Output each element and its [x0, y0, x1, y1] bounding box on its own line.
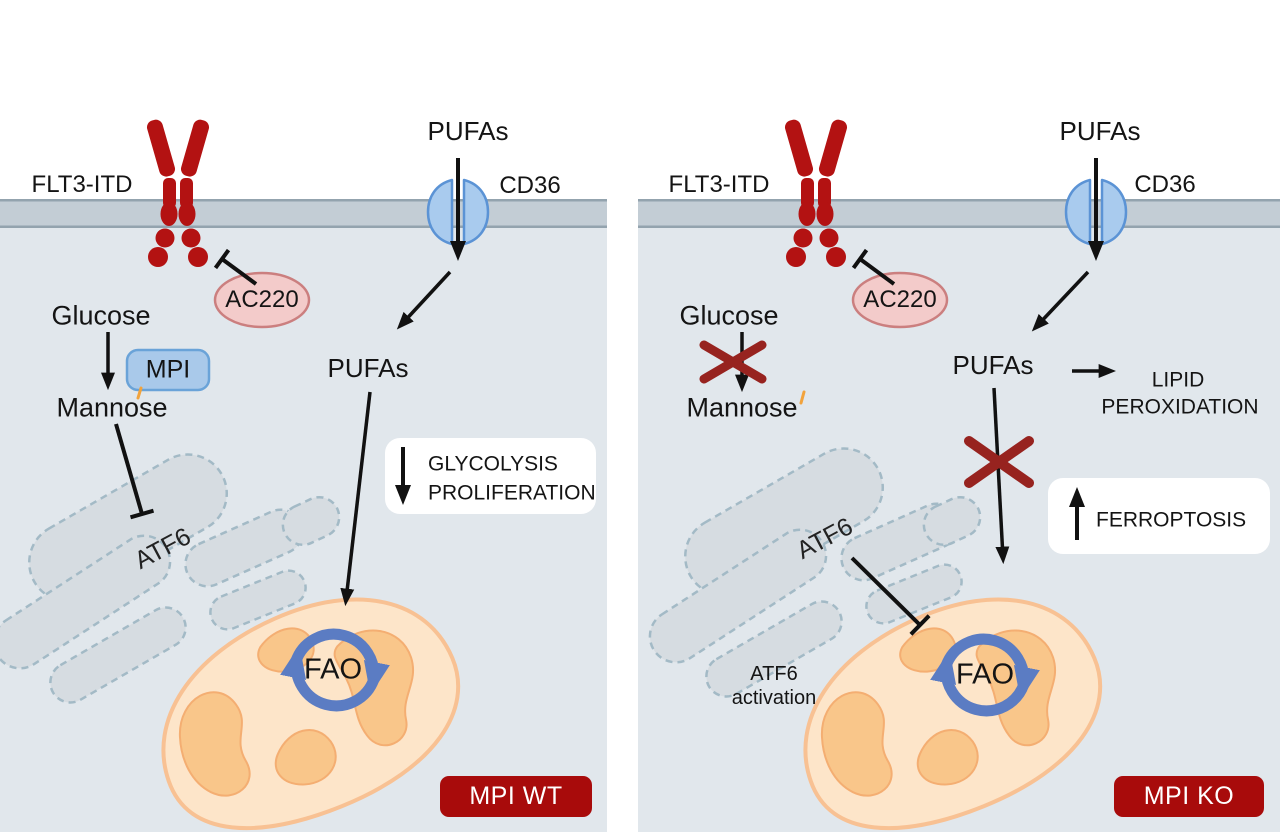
pufa-into-cytoplasm-arrow — [396, 270, 452, 330]
ac220-inhibits-flt3-tbar — [213, 248, 258, 286]
spark-mark-icon — [136, 386, 143, 400]
flt3-itd-label: FLT3-ITD — [31, 171, 133, 198]
outcome-box — [1048, 478, 1270, 554]
flt3-itd-receptor-icon — [784, 119, 848, 267]
ac220-inhibits-flt3-tbar — [851, 248, 896, 286]
outcome-line1: FERROPTOSIS — [1096, 508, 1247, 532]
outcome-box — [385, 438, 596, 514]
fao-label: FAO — [955, 658, 1015, 691]
pufa-to-mitochondria-arrow — [992, 387, 1010, 565]
pufas-top-label: PUFAs — [427, 116, 509, 146]
panel-badge-label: MPI KO — [1143, 782, 1235, 810]
outcome-line1: GLYCOLYSIS — [428, 452, 558, 476]
pufa-to-mitochondria-arrow — [340, 391, 372, 607]
lipid-peroxidation-line1: LIPID — [1151, 368, 1205, 392]
panel-mpi-ko-graphics — [638, 119, 1280, 832]
panel-mpi-wt-graphics — [0, 119, 607, 832]
flt3-itd-receptor-icon — [146, 119, 210, 267]
glucose-label: Glucose — [51, 300, 151, 331]
atf6-activation-line2: activation — [731, 687, 817, 709]
er-organelle — [648, 447, 982, 698]
cell-membrane — [638, 199, 1280, 228]
mannose-inhibits-atf6-tbar — [114, 423, 155, 520]
cd36-transporter-icon — [426, 178, 490, 246]
spark-mark-icon — [799, 390, 806, 405]
mannose-label: Mannose — [56, 392, 168, 423]
panel-badge: MPI WT — [440, 776, 592, 817]
glucose-label: Glucose — [679, 300, 779, 331]
cd36-label: CD36 — [499, 172, 561, 199]
cd36-transporter-icon — [1064, 178, 1128, 246]
glucose-blocked-cross-icon — [699, 340, 767, 384]
pathway-arrows — [101, 158, 466, 607]
pufa-into-cytoplasm-arrow — [1031, 270, 1090, 332]
ac220-inhibitor-shape — [213, 271, 311, 329]
er-organelle — [0, 453, 341, 704]
outcome-line2: PROLIFERATION — [428, 481, 596, 505]
cd36-label: CD36 — [1134, 171, 1196, 198]
pufas-cyto-label: PUFAs — [327, 353, 409, 383]
pufas-top-label: PUFAs — [1059, 116, 1141, 146]
fao-label: FAO — [303, 653, 363, 686]
pathway-arrows — [735, 158, 1117, 636]
panel-mpi-wt: FLT3-ITD PUFAs CD36 AC220 Glucose MPI Ma… — [0, 0, 607, 839]
pufas-cyto-label: PUFAs — [952, 350, 1034, 380]
pufa-fao-blocked-cross-icon — [964, 436, 1034, 488]
flt3-itd-label: FLT3-ITD — [668, 171, 770, 198]
mannose-label: Mannose — [686, 392, 798, 423]
atf6-inhibits-mitochondria-tbar — [850, 556, 931, 636]
mpi-enzyme-box — [125, 348, 211, 392]
mpi-label: MPI — [145, 355, 191, 384]
fao-cycle-icon — [930, 633, 1040, 717]
panel-badge-label: MPI WT — [469, 782, 563, 810]
ac220-label: AC220 — [225, 286, 299, 313]
ac220-label: AC220 — [863, 286, 937, 313]
atf6-activation-line1: ATF6 — [750, 663, 798, 685]
cell-membrane — [0, 199, 607, 228]
fao-cycle-icon — [280, 628, 390, 712]
lipid-peroxidation-line2: PEROXIDATION — [1101, 395, 1259, 419]
panel-badge: MPI KO — [1114, 776, 1264, 817]
ac220-inhibitor-shape — [851, 271, 949, 329]
panel-mpi-ko: FLT3-ITD PUFAs CD36 AC220 Glucose Mannos… — [638, 0, 1280, 839]
